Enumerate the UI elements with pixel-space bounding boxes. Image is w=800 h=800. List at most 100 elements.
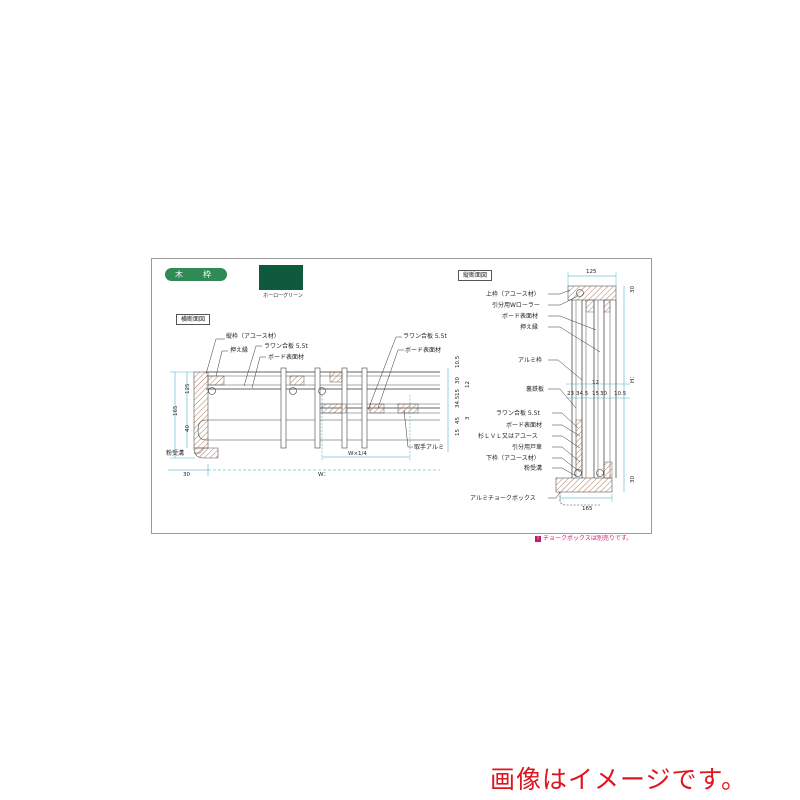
label-board-right: ボード表面材 — [405, 346, 441, 354]
label-board2: ボード表面材 — [506, 421, 542, 429]
drawing-stroke — [548, 295, 579, 306]
drawing-stroke — [251, 356, 266, 389]
drawing-stroke — [603, 299, 611, 313]
drawing-stroke — [548, 289, 571, 295]
label-bottom-frame: 下枠（アユース材） — [486, 454, 540, 462]
drawing-stroke — [552, 424, 581, 437]
longitudinal-section-drawing: 上枠（アユース材） 引分用Wローラー ボード表面材 押え縁 アルミ枠 裏鉄板 ラ… — [470, 269, 636, 512]
label-lauan-right: ラワン合板 5.5t — [403, 332, 447, 340]
dim-b30: 30 — [630, 476, 636, 483]
drawing-stroke — [548, 491, 561, 499]
drawing-stroke — [194, 447, 205, 454]
dim-wq: W×1/4 — [348, 451, 367, 457]
frame-post — [193, 371, 209, 449]
dim-r30: 30 — [455, 377, 461, 384]
label-chalk-box: アルミチョークボックス — [470, 494, 536, 502]
dim-125: 125 — [185, 383, 191, 394]
drawing-stroke — [193, 447, 219, 459]
drawing-stroke — [575, 419, 583, 471]
label-chalk-tray: 粉受溝 — [166, 449, 184, 457]
drawing-stroke — [289, 387, 297, 395]
dim-b165: 165 — [582, 506, 593, 512]
label-handle: 取手アルミ — [414, 443, 444, 451]
dim-30: 30 — [183, 472, 190, 478]
label-lvl: 杉ＬＶＬ又はアユース — [478, 432, 538, 440]
drawing-stroke — [574, 469, 582, 477]
drawing-stroke — [552, 467, 577, 477]
drawing-stroke — [397, 403, 419, 414]
note-text: チョークボックスは別売りです。 — [543, 535, 633, 542]
note: !チョークボックスは別売りです。 — [535, 533, 632, 542]
drawing-stroke — [367, 336, 402, 411]
label-chalk-tray-r: 粉受溝 — [524, 464, 542, 472]
dim-t30: 30 — [630, 286, 636, 293]
label-top-frame: 上枠（アユース材） — [486, 290, 540, 298]
drawing-stroke — [377, 349, 404, 409]
top-frame — [567, 285, 617, 301]
label-wheel: 引分用戸車 — [512, 443, 542, 451]
label-lauan: ラワン合板 5.5t — [496, 409, 540, 417]
drawing-stroke — [552, 446, 581, 463]
dim-r3: 3 — [465, 416, 471, 420]
drawing-stroke — [314, 367, 321, 449]
drawing-stroke — [289, 375, 305, 386]
dim-r12: 12 — [465, 381, 471, 388]
longitudinal-section-title: 縦断面図 — [458, 270, 493, 281]
drawing-stroke — [329, 371, 343, 383]
dim-n15: 15 — [592, 391, 599, 397]
dim-r15: 15 — [455, 389, 461, 396]
label-board: ボード表面材 — [502, 312, 538, 320]
cross-section-title: 横断面図 — [176, 314, 211, 325]
drawing-stroke — [321, 403, 347, 414]
drawing-stroke — [548, 315, 597, 331]
drawing-stroke — [552, 412, 579, 429]
label-iron: 裏鉄板 — [526, 385, 544, 393]
drawing-stroke — [205, 338, 225, 375]
chalk-box-outline — [559, 492, 600, 506]
dim-h: H： — [630, 373, 636, 383]
drawing-stroke — [243, 345, 262, 387]
label-lauan-left: ラワン合板 5.5t — [264, 342, 308, 350]
label-frame: 縦枠（アユース材） — [226, 332, 280, 340]
drawing-stroke — [548, 359, 583, 381]
drawing-stroke — [603, 461, 613, 479]
drawing-stroke — [596, 469, 604, 477]
image-disclaimer: 画像はイメージです。 — [490, 765, 748, 794]
drawing-stroke — [318, 387, 326, 395]
drawing-stroke — [548, 388, 577, 409]
bottom-frame — [555, 477, 613, 493]
dim-w: W： — [318, 472, 329, 478]
drawing-stroke — [208, 387, 216, 395]
dim-n30: 30 — [600, 391, 607, 397]
dim-n12: 12 — [592, 380, 599, 386]
drawing-stroke — [369, 403, 385, 414]
dim-165: 165 — [173, 405, 179, 416]
drawing-stroke — [552, 435, 581, 449]
label-alu-frame: アルミ枠 — [518, 356, 542, 364]
label-stop: 押え縁 — [230, 346, 248, 354]
dim-n345: 34.5 — [576, 391, 589, 397]
dim-top125: 125 — [586, 269, 597, 275]
dim-r15b: 15 — [455, 429, 461, 436]
dim-r345: 34.5 — [455, 395, 461, 408]
dim-40: 40 — [185, 425, 191, 432]
drawing-stroke — [280, 367, 287, 449]
label-board-left: ボード表面材 — [268, 353, 304, 361]
label-stop: 押え縁 — [520, 323, 538, 331]
drawing-stroke — [576, 289, 584, 297]
label-roller: 引分用Wローラー — [492, 301, 540, 309]
warning-icon: ! — [535, 536, 541, 542]
drawing-stroke — [403, 409, 413, 448]
drawing-stroke — [215, 350, 228, 377]
dim-r105: 10.5 — [455, 355, 461, 368]
dim-n23: 23 — [567, 391, 574, 397]
section-title: 木 枠 — [165, 268, 227, 281]
color-swatch-label: ホーローグリーン — [263, 293, 303, 299]
drawing-stroke — [552, 457, 581, 473]
dim-r45: 45 — [455, 417, 461, 424]
drawing-stroke — [548, 326, 601, 353]
drawing-stroke — [207, 375, 225, 386]
drawing-stroke — [585, 299, 595, 313]
chalk-tray-outline — [197, 419, 440, 441]
